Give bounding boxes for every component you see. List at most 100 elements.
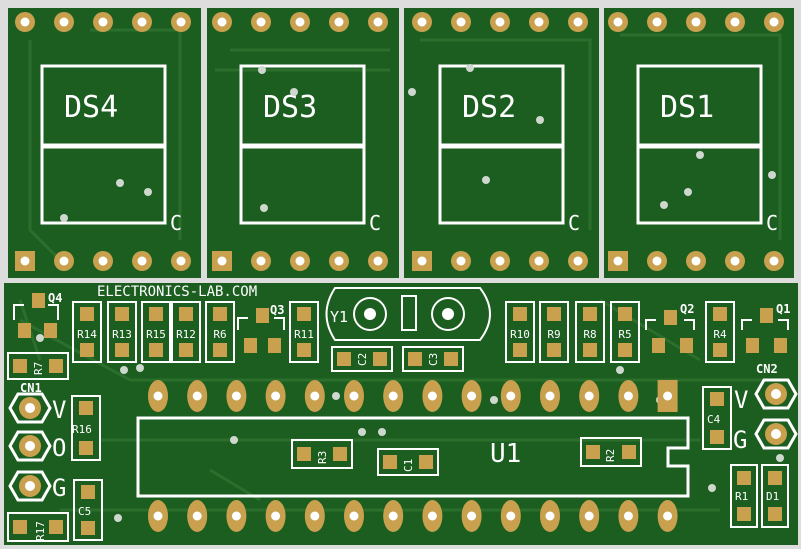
via [230, 436, 238, 444]
header-pin [212, 251, 232, 271]
header-pin [54, 251, 74, 271]
via [60, 214, 68, 222]
capacitor-c4: C4 [702, 386, 732, 450]
via [660, 201, 668, 209]
board-top-2 [207, 8, 399, 278]
resistor-r8: R8 [575, 301, 605, 363]
via [120, 366, 128, 374]
ic-pin [344, 380, 364, 412]
resistor-r17: R17 [7, 512, 69, 542]
resistor-r10: R10 [505, 301, 535, 363]
r2-label: R2 [604, 449, 617, 462]
header-pin [54, 12, 74, 32]
header-pin [686, 251, 706, 271]
ic-pin [148, 380, 168, 412]
ic-pin [579, 380, 600, 412]
ic-pin [148, 500, 168, 532]
resistor-label: R10 [510, 328, 530, 341]
via [358, 428, 366, 436]
cn1-pin-g: G [52, 474, 66, 502]
display-pin-headers [15, 12, 784, 271]
header-pin [725, 12, 745, 32]
ic-pin [657, 500, 678, 532]
resistor-r3: R3 [291, 439, 353, 469]
via [332, 392, 340, 400]
resistor-r16: R16 [71, 395, 101, 461]
ic-pin [304, 380, 325, 412]
via [466, 64, 474, 72]
r3-label: R3 [316, 451, 329, 464]
header-pin [764, 12, 784, 32]
header-pin [329, 12, 349, 32]
header-pin [529, 251, 549, 271]
capacitor-c1: C1 [377, 448, 439, 476]
header-pin [15, 12, 35, 32]
display-label: DS2 [462, 90, 516, 125]
ic-pin [500, 500, 521, 532]
capacitor-c3: C3 [402, 346, 464, 372]
via [696, 151, 704, 159]
c5-label: C5 [78, 505, 91, 518]
via [768, 171, 776, 179]
header-pin [764, 251, 784, 271]
ic-pin [383, 500, 404, 532]
u1-label: U1 [490, 439, 521, 469]
r17-label: R17 [34, 521, 47, 541]
header-pin [568, 12, 588, 32]
c4-label: C4 [707, 413, 721, 426]
header-pin [608, 12, 628, 32]
ic-pin [500, 380, 521, 412]
header-pin [171, 251, 191, 271]
c2-label: C2 [356, 353, 369, 366]
resistor-r9: R9 [539, 301, 569, 363]
header-pin [490, 251, 510, 271]
connector-cn2: CN2 V G [733, 362, 798, 454]
via [684, 188, 692, 196]
display-label: DS4 [64, 90, 118, 125]
ic-pin [226, 500, 247, 532]
transistor-q4: Q4 [13, 291, 62, 338]
via [776, 454, 784, 462]
c3-label: C3 [427, 353, 440, 366]
resistor-r15: R15 [141, 301, 171, 363]
resistor-r4: R4 [705, 301, 735, 363]
resistor-label: R9 [547, 328, 560, 341]
resistor-label: R13 [112, 328, 132, 341]
q3-label: Q3 [270, 303, 284, 317]
ic-pin [344, 500, 364, 532]
cn1-pin-o: O [52, 434, 66, 462]
header-pin [171, 12, 191, 32]
resistor-r5: R5 [610, 301, 640, 363]
cn2-label: CN2 [756, 362, 778, 376]
ic-pin [265, 380, 286, 412]
ic-pin [265, 500, 286, 532]
header-pin [647, 251, 667, 271]
header-pin [15, 251, 35, 271]
q4-label: Q4 [48, 291, 62, 305]
display-pin1-mark: C [170, 211, 182, 235]
r7-label: R7 [32, 362, 45, 375]
resistor-label: R8 [583, 328, 596, 341]
diode-d1: D1 [761, 464, 789, 528]
ic-pin [618, 500, 639, 532]
via [378, 428, 386, 436]
resistor-r12: R12 [171, 301, 201, 363]
via [36, 334, 44, 342]
ic-pin [226, 380, 247, 412]
resistor-r7: R7 [7, 352, 69, 380]
display-pin1-mark: C [568, 211, 580, 235]
via [536, 116, 544, 124]
q2-label: Q2 [680, 302, 694, 316]
header-pin [647, 12, 667, 32]
via [136, 364, 144, 372]
ic-pin [540, 500, 560, 532]
ic-pin [461, 500, 482, 532]
via [258, 66, 266, 74]
header-pin [212, 12, 232, 32]
r16-label: R16 [72, 423, 92, 436]
display-label: DS1 [660, 90, 714, 125]
